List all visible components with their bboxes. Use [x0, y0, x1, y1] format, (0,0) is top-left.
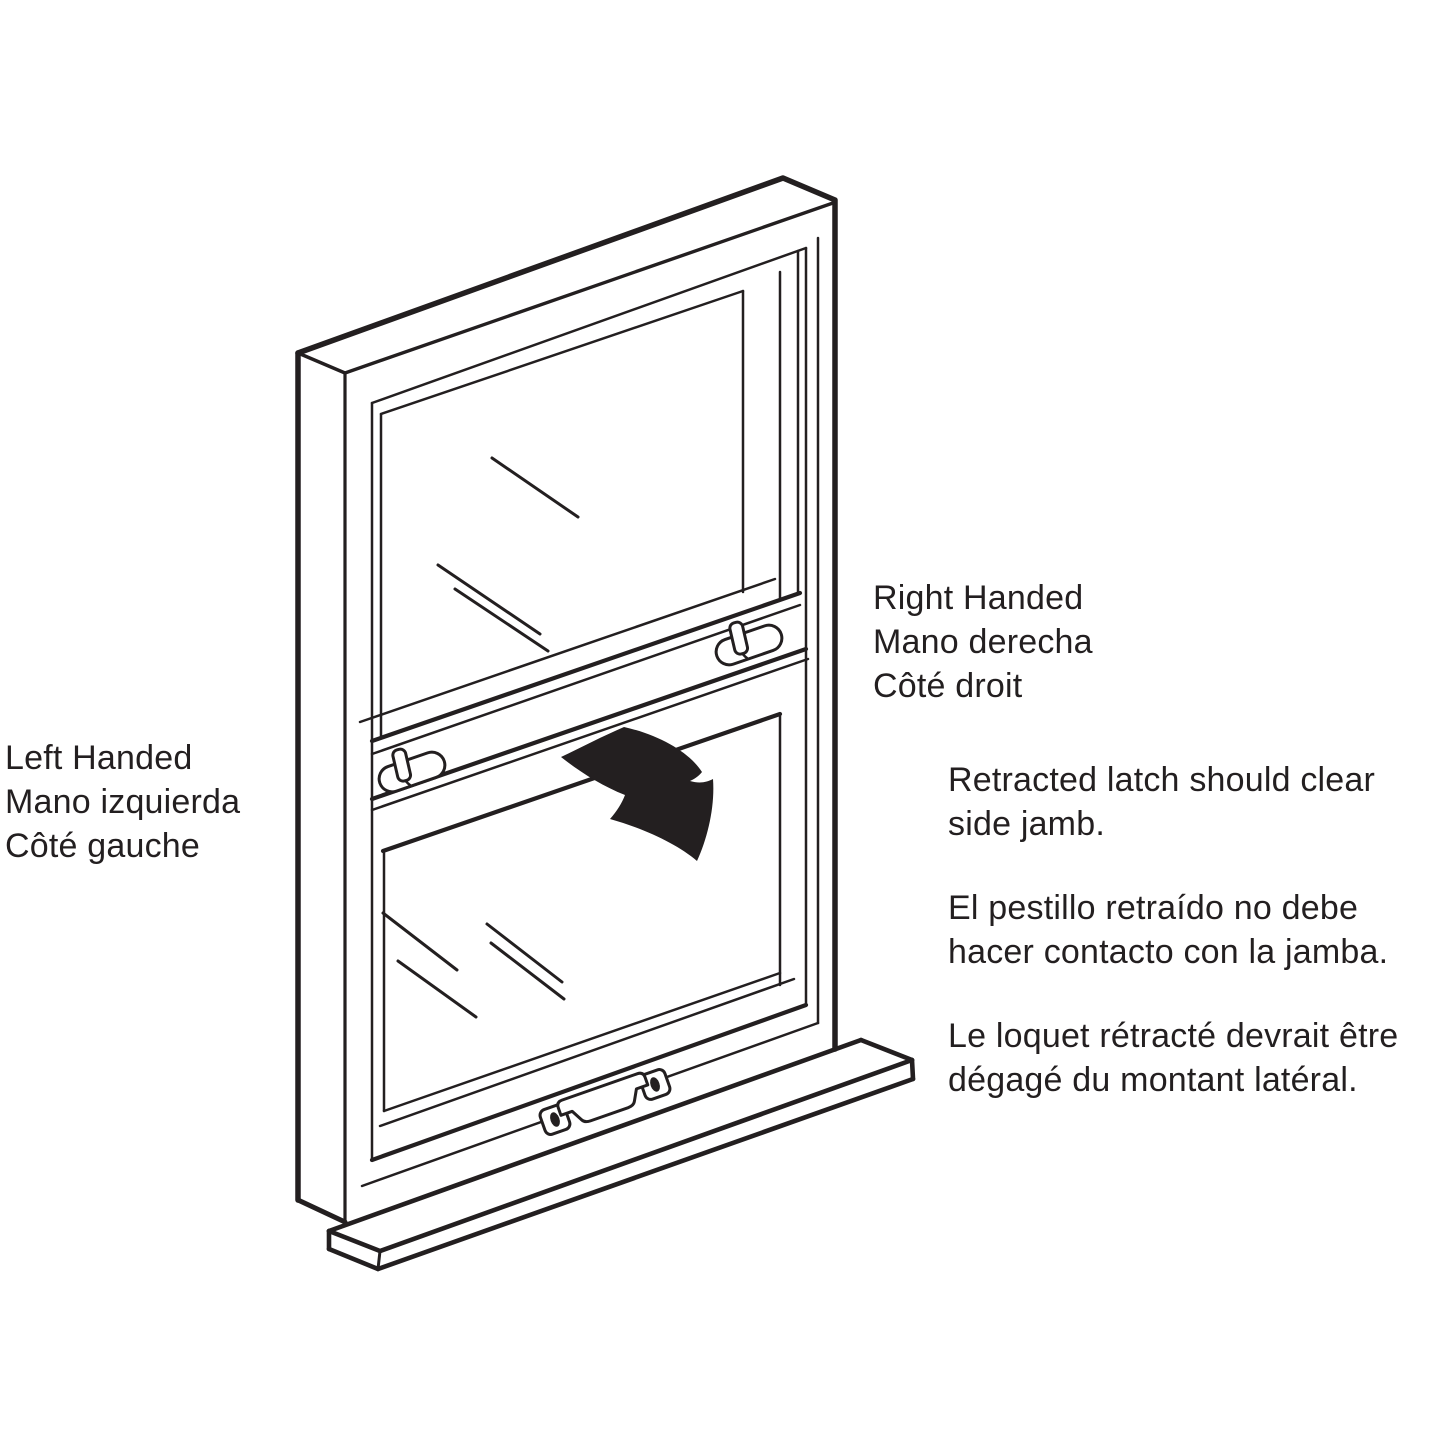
latch-note-spanish-line2: hacer contacto con la jamba. [948, 933, 1389, 971]
right-handed-label-en: Right Handed [873, 579, 1084, 617]
lower-glass-reflections [381, 911, 566, 1019]
latch-note-french: Le loquet rétracté devrait être dégagé d… [948, 1014, 1398, 1102]
left-handed-label-en: Left Handed [5, 739, 193, 777]
window-sill [326, 1037, 916, 1272]
left-handed-label-fr: Côté gauche [5, 827, 201, 865]
latch-note-spanish-line1: El pestillo retraído no debe [948, 889, 1359, 927]
direction-arrow-icon [561, 727, 714, 861]
latch-note-english-line2: side jamb. [948, 805, 1105, 843]
right-handed-label-es: Mano derecha [873, 623, 1093, 661]
screw-hole [550, 1112, 560, 1127]
latch-note-french-line1: Le loquet rétracté devrait être [948, 1017, 1399, 1055]
right-handed-label: Right Handed Mano derecha Côté droit [873, 576, 1093, 708]
right-latch-icon [714, 620, 784, 667]
upper-sash [379, 270, 782, 740]
latch-note-french-line2: dégagé du montant latéral. [948, 1061, 1358, 1099]
latch-note-spanish: El pestillo retraído no debe hacer conta… [948, 886, 1388, 974]
latch-note-english: Retracted latch should clear side jamb. [948, 758, 1375, 846]
lift-handle-icon [538, 1068, 672, 1136]
right-handed-label-fr: Côté droit [873, 667, 1023, 705]
upper-glass-reflections [436, 456, 580, 653]
screw-hole [650, 1077, 660, 1092]
latch-note-english-line1: Retracted latch should clear [948, 761, 1376, 799]
left-handed-label: Left Handed Mano izquierda Côté gauche [5, 736, 240, 868]
left-latch-icon [377, 747, 447, 794]
window-frame [295, 175, 838, 1225]
meeting-rail [358, 577, 810, 854]
left-handed-label-es: Mano izquierda [5, 783, 241, 821]
